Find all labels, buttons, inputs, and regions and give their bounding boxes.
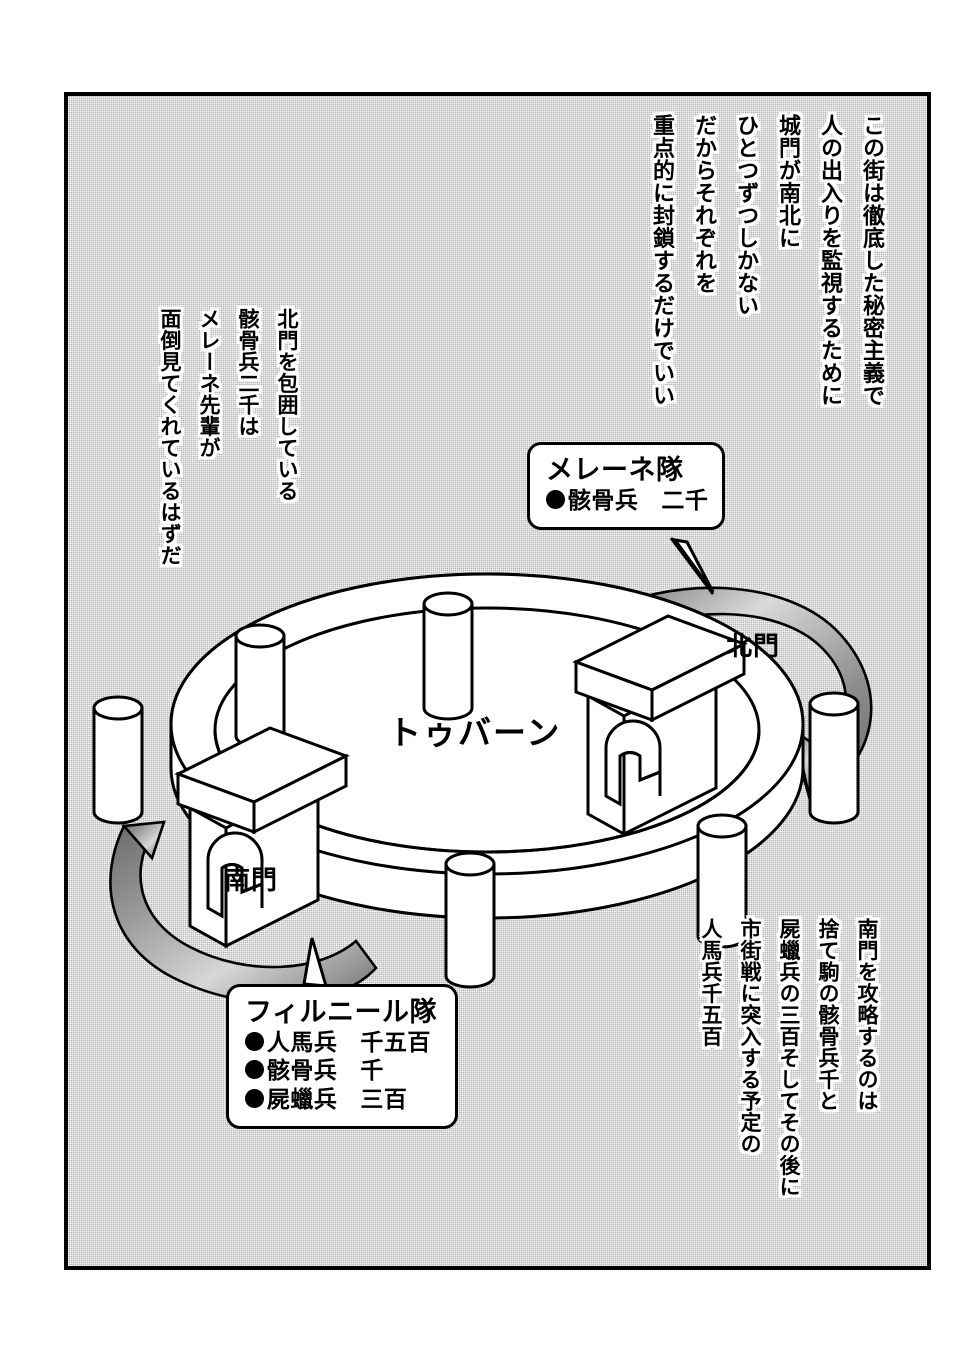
narration-line: ひとつずつしかない [733, 114, 758, 317]
unit-count: 千五百 [360, 1029, 431, 1056]
bubble-firuniru-corps: フィルニール隊 人馬兵 千五百 骸骨兵 千 屍蠟兵 三百 [226, 984, 458, 1130]
bubble-title: メレーネ隊 [546, 455, 684, 486]
south-gate [174, 726, 350, 949]
narration-south-gate-plan: 南門を攻略するのは 捨て駒の骸骨兵千と 屍蠟兵の三百そしてその後に 市街戦に突入… [687, 918, 882, 1198]
narration-line: この街は徹底した秘密主義で [859, 114, 884, 407]
unit-count: 三百 [360, 1086, 408, 1113]
narration-line: 南門を攻略するのは [855, 918, 879, 1112]
south-siege-arrow-icon [109, 820, 378, 1004]
bubble-melene-corps: メレーネ隊 骸骨兵 二千 [527, 442, 725, 531]
bullet-icon [546, 489, 565, 509]
unit-count: 千 [360, 1058, 384, 1085]
city-name-label: トゥバーン [388, 713, 562, 752]
manga-panel: トゥバーン 北門 南門 この街は徹底した秘密主義で 人の出入りを監視するために … [64, 92, 931, 1270]
north-gate [572, 614, 748, 837]
bullet-icon [245, 1031, 264, 1051]
unit-row: 人馬兵 千五百 [245, 1029, 439, 1058]
wall-tower [92, 695, 144, 825]
wall-tower [444, 851, 496, 989]
north-gate-label: 北門 [726, 632, 781, 662]
narration-line: 面倒見てくれているはずだ [158, 308, 182, 566]
unit-name: 人馬兵 [266, 1029, 338, 1056]
unit-name: 屍蠟兵 [266, 1086, 338, 1113]
narration-line: 北門を包囲している [275, 308, 299, 502]
unit-row: 屍蠟兵 三百 [245, 1086, 439, 1115]
narration-line: だからそれぞれを [691, 114, 716, 294]
narration-line: メレーネ先輩が [197, 308, 221, 459]
unit-count: 二千 [661, 487, 709, 514]
unit-row: 骸骨兵 千 [245, 1057, 439, 1086]
south-gate-label: 南門 [224, 866, 279, 896]
wall-tower [422, 591, 474, 721]
bubble-title: フィルニール隊 [245, 997, 437, 1028]
narration-line: 人馬兵千五百 [699, 918, 723, 1047]
narration-line: 捨て駒の骸骨兵千と [816, 918, 840, 1112]
city-illustration [92, 572, 873, 1004]
bullet-icon [245, 1088, 264, 1108]
unit-row: 骸骨兵 二千 [546, 487, 709, 516]
narration-line: 城門が南北に [775, 114, 800, 249]
narration-line: 重点的に封鎖するだけでいい [649, 114, 674, 407]
unit-name: 骸骨兵 [567, 487, 639, 514]
narration-line: 人の出入りを監視するために [817, 114, 842, 407]
wall-tower [696, 813, 748, 949]
unit-name: 骸骨兵 [266, 1058, 338, 1085]
narration-north-gate-siege: 北門を包囲している 骸骨兵二千は メレーネ先輩が 面倒見てくれているはずだ [146, 308, 302, 566]
narration-line: 骸骨兵二千は [236, 308, 260, 437]
narration-line: 市街戦に突入する予定の [738, 918, 762, 1155]
narration-secrecy: この街は徹底した秘密主義で 人の出入りを監視するために 城門が南北に ひとつずつ… [635, 114, 887, 407]
bullet-icon [245, 1060, 264, 1080]
wall-tower [808, 691, 860, 825]
narration-line: 屍蠟兵の三百そしてその後に [777, 918, 801, 1198]
wall-tower [234, 623, 286, 749]
